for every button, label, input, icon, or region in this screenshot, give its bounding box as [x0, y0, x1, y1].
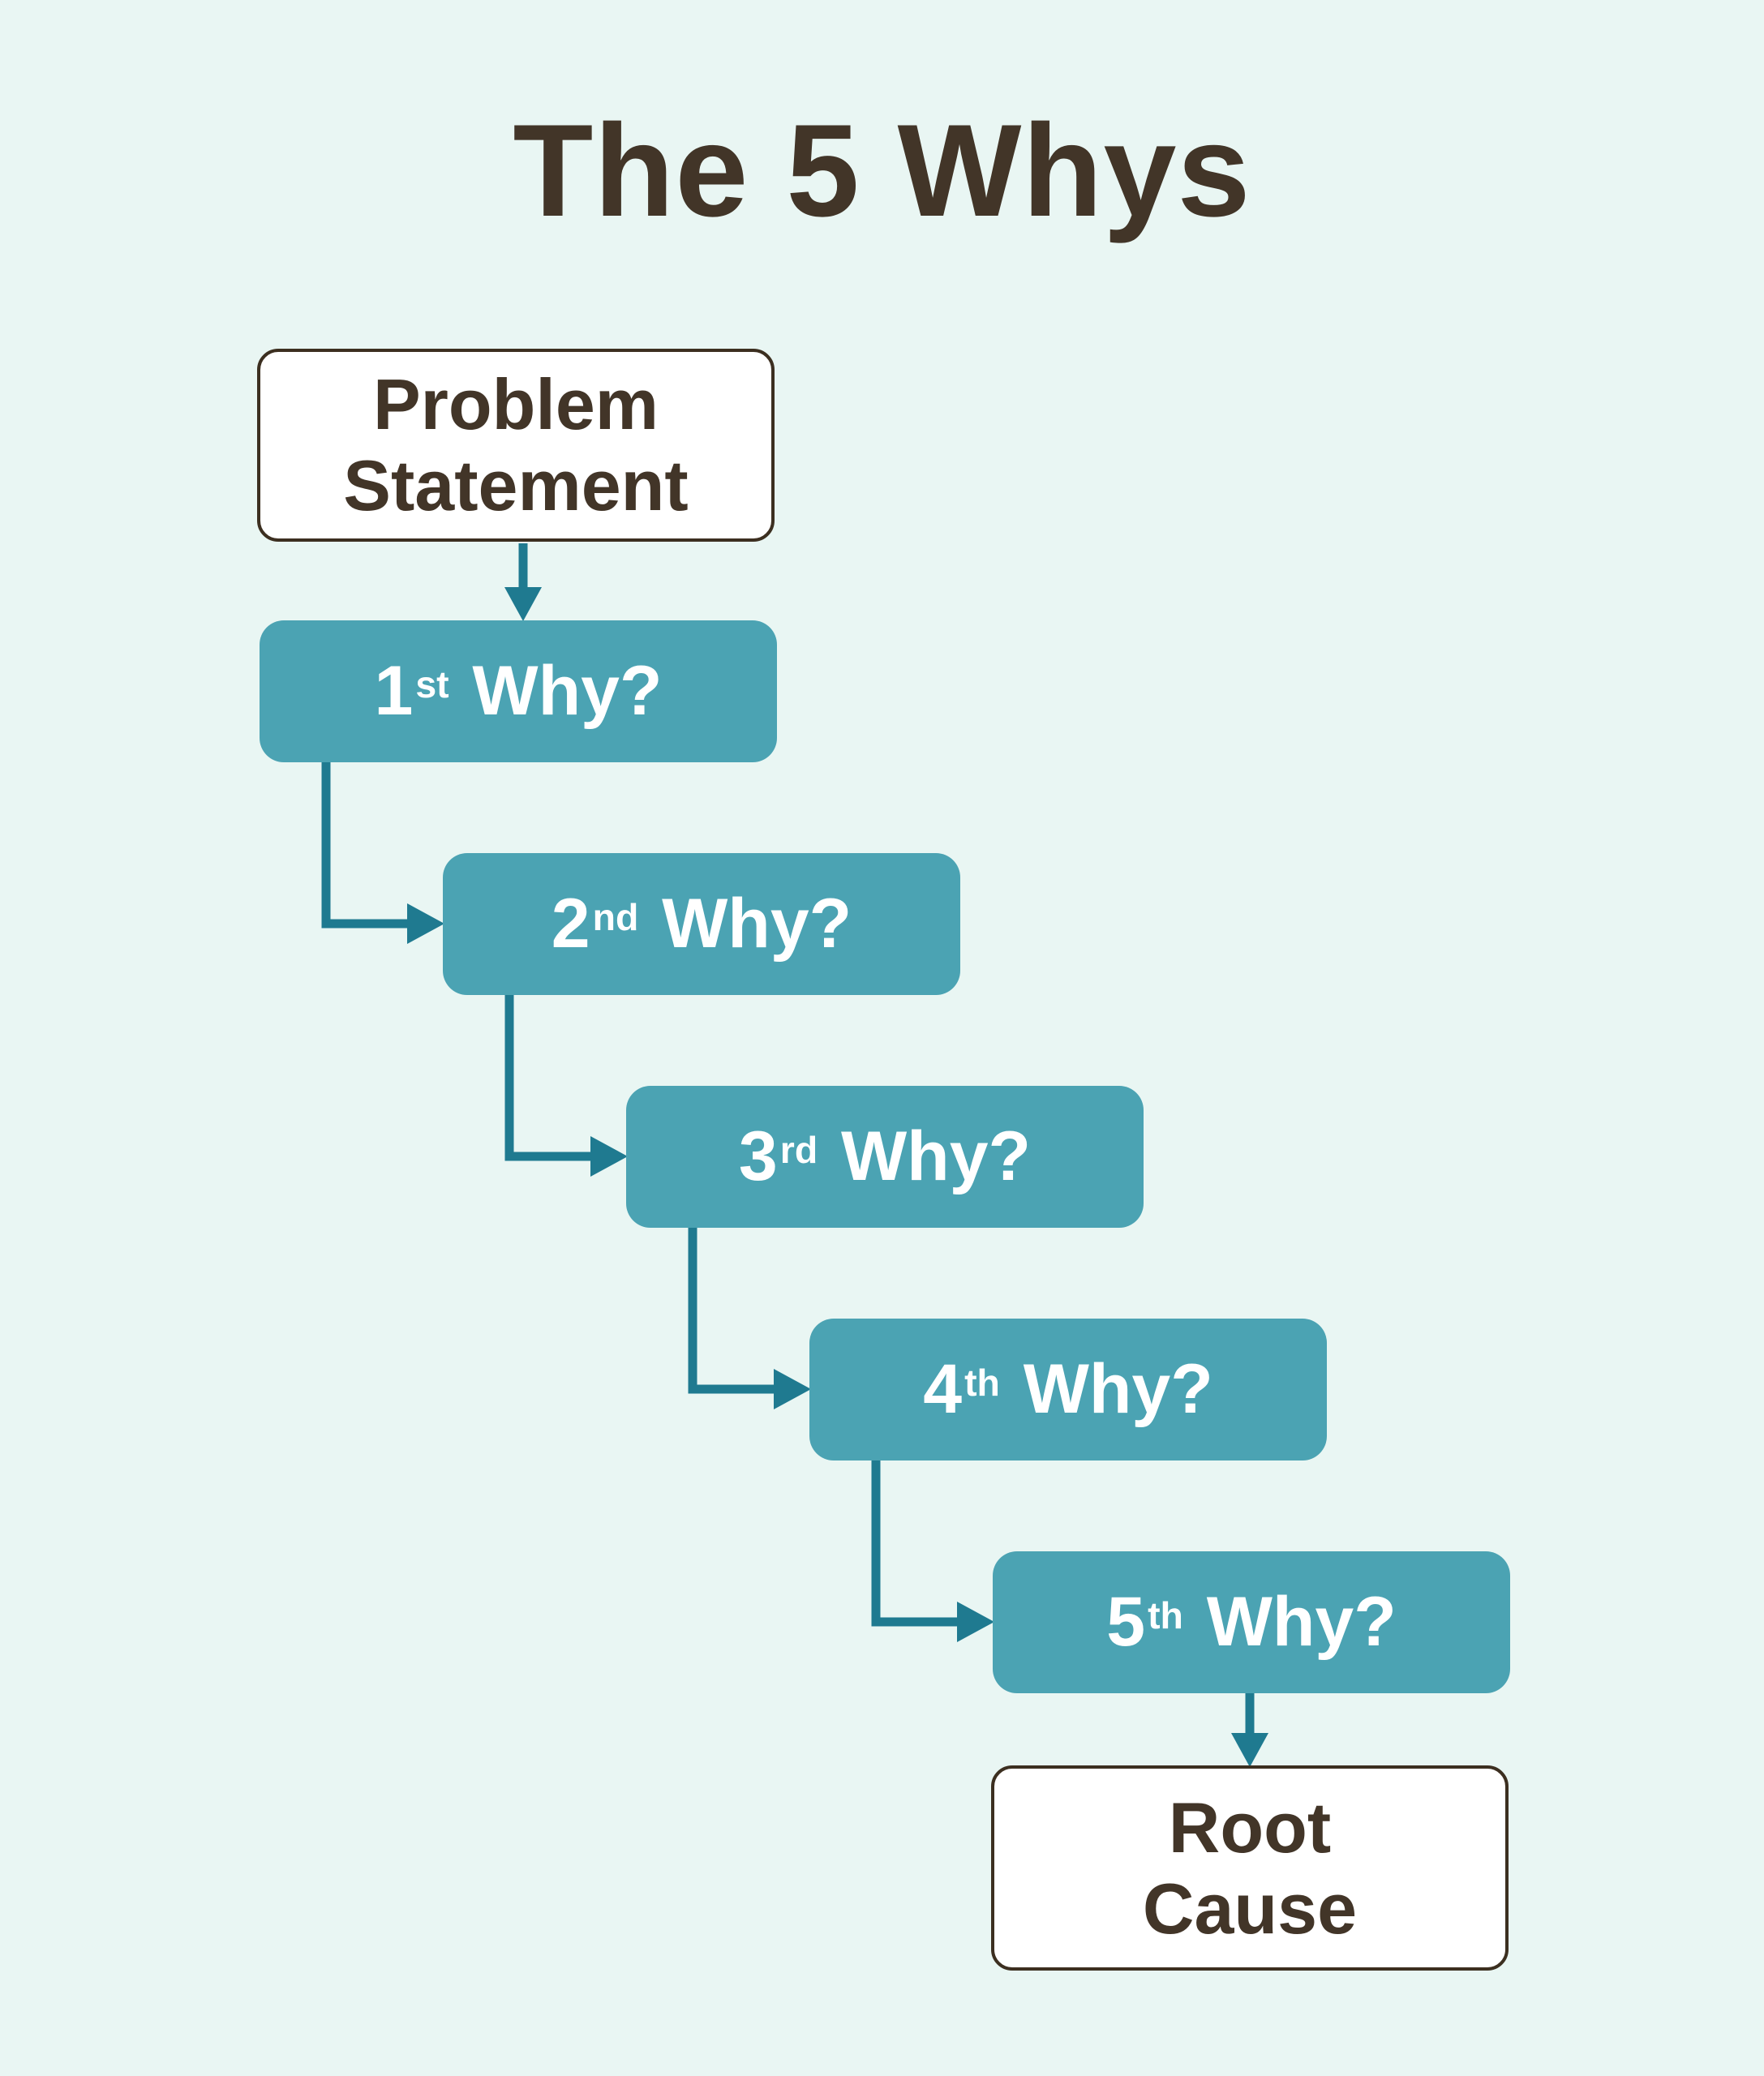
ordinal-suffix: rd — [779, 1128, 818, 1171]
problem-statement-line2: Statement — [343, 445, 689, 525]
root-cause-line2: Cause — [1142, 1868, 1358, 1949]
root-cause-line1: Root — [1168, 1786, 1332, 1868]
root-cause-box: Root Cause — [991, 1765, 1509, 1971]
ordinal-suffix: th — [964, 1361, 1000, 1404]
diagram-title: The 5 Whys — [513, 97, 1251, 244]
ordinal-suffix: th — [1148, 1593, 1183, 1636]
problem-statement-line1: Problem — [372, 364, 659, 444]
problem-statement-box: Problem Statement — [257, 349, 775, 542]
ordinal-suffix: nd — [592, 895, 639, 938]
ordinal-suffix: st — [415, 663, 449, 706]
connector-why2-to-why3 — [504, 993, 628, 1177]
connector-why5-to-root — [1231, 1692, 1268, 1767]
connector-why1-to-why2 — [321, 761, 444, 944]
connector-problem-to-why1 — [504, 543, 542, 621]
connector-why3-to-why4 — [688, 1226, 811, 1409]
problem-statement-label: Problem Statement — [343, 364, 688, 526]
root-cause-label: Root Cause — [1143, 1787, 1357, 1949]
connector-why4-to-why5 — [871, 1459, 994, 1642]
